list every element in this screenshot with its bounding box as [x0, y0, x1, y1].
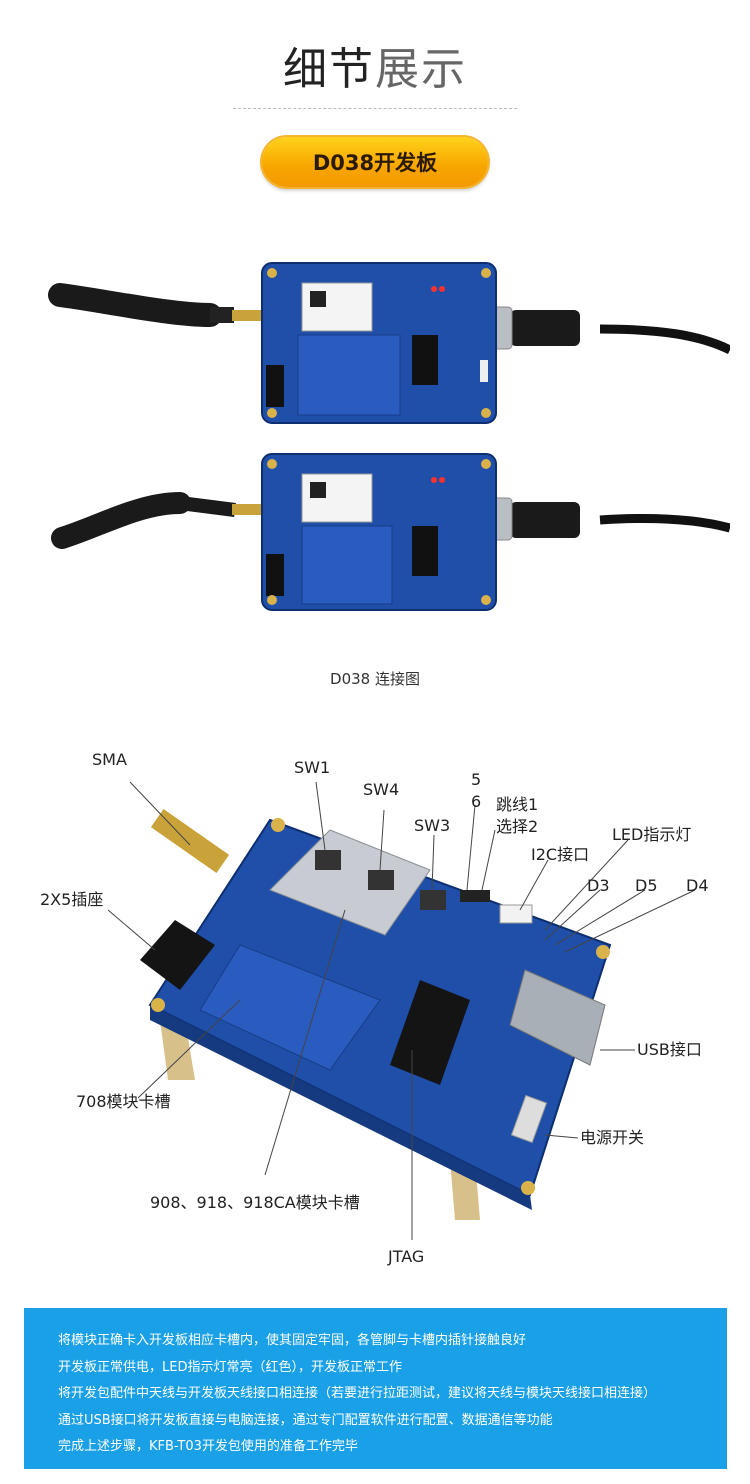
- title-part-1: 细节: [283, 44, 375, 95]
- label-usb: USB接口: [637, 1040, 702, 1059]
- instruction-line-2: 开发板正常供电，LED指示灯常亮（红色），开发板正常工作: [58, 1359, 402, 1375]
- board-photo-1: [48, 262, 730, 424]
- label-5: 5: [471, 770, 482, 789]
- section-title: 细节展示: [0, 48, 750, 92]
- label-sw1: SW1: [294, 758, 331, 777]
- instruction-line-1: 将模块正确卡入开发板相应卡槽内，使其固定牢固，各管脚与卡槽内插针接触良好: [58, 1333, 527, 1348]
- label-d5: D5: [635, 876, 658, 895]
- instructions-panel: 将模块正确卡入开发板相应卡槽内，使其固定牢固，各管脚与卡槽内插针接触良好 开发板…: [24, 1308, 727, 1469]
- label-led: LED指示灯: [612, 825, 692, 844]
- label-708-slot: 708模块卡槽: [76, 1092, 171, 1111]
- instruction-line-5: 完成上述步骤，KFB-T03开发包使用的准备工作完毕: [58, 1439, 358, 1455]
- label-6: 6: [471, 792, 482, 811]
- label-jtag: JTAG: [388, 1247, 425, 1266]
- label-sw3: SW3: [414, 816, 451, 835]
- label-power-switch: 电源开关: [580, 1128, 645, 1147]
- label-jumper1: 跳线1: [496, 795, 539, 814]
- board-diagram: [107, 781, 696, 1240]
- label-select2: 选择2: [496, 817, 539, 836]
- label-908-slot: 908、918、918CA模块卡槽: [150, 1193, 360, 1212]
- label-2x5-socket: 2X5插座: [40, 890, 104, 909]
- instruction-line-4: 通过USB接口将开发板直接与电脑连接，通过专门配置软件进行配置、数据通信等功能: [58, 1412, 553, 1428]
- label-i2c: I2C接口: [531, 845, 590, 864]
- label-d3: D3: [587, 876, 610, 895]
- title-divider: [233, 108, 517, 109]
- board-photo-2: [51, 453, 730, 611]
- label-sma: SMA: [92, 750, 127, 769]
- label-d4: D4: [686, 876, 709, 895]
- product-badge: D038开发板: [262, 137, 488, 187]
- label-sw4: SW4: [363, 780, 400, 799]
- title-part-2: 展示: [375, 44, 467, 95]
- instruction-line-3: 将开发包配件中天线与开发板天线接口相连接（若要进行拉距测试，建议将天线与模块天线…: [58, 1386, 657, 1402]
- photo-caption: D038 连接图: [330, 670, 420, 688]
